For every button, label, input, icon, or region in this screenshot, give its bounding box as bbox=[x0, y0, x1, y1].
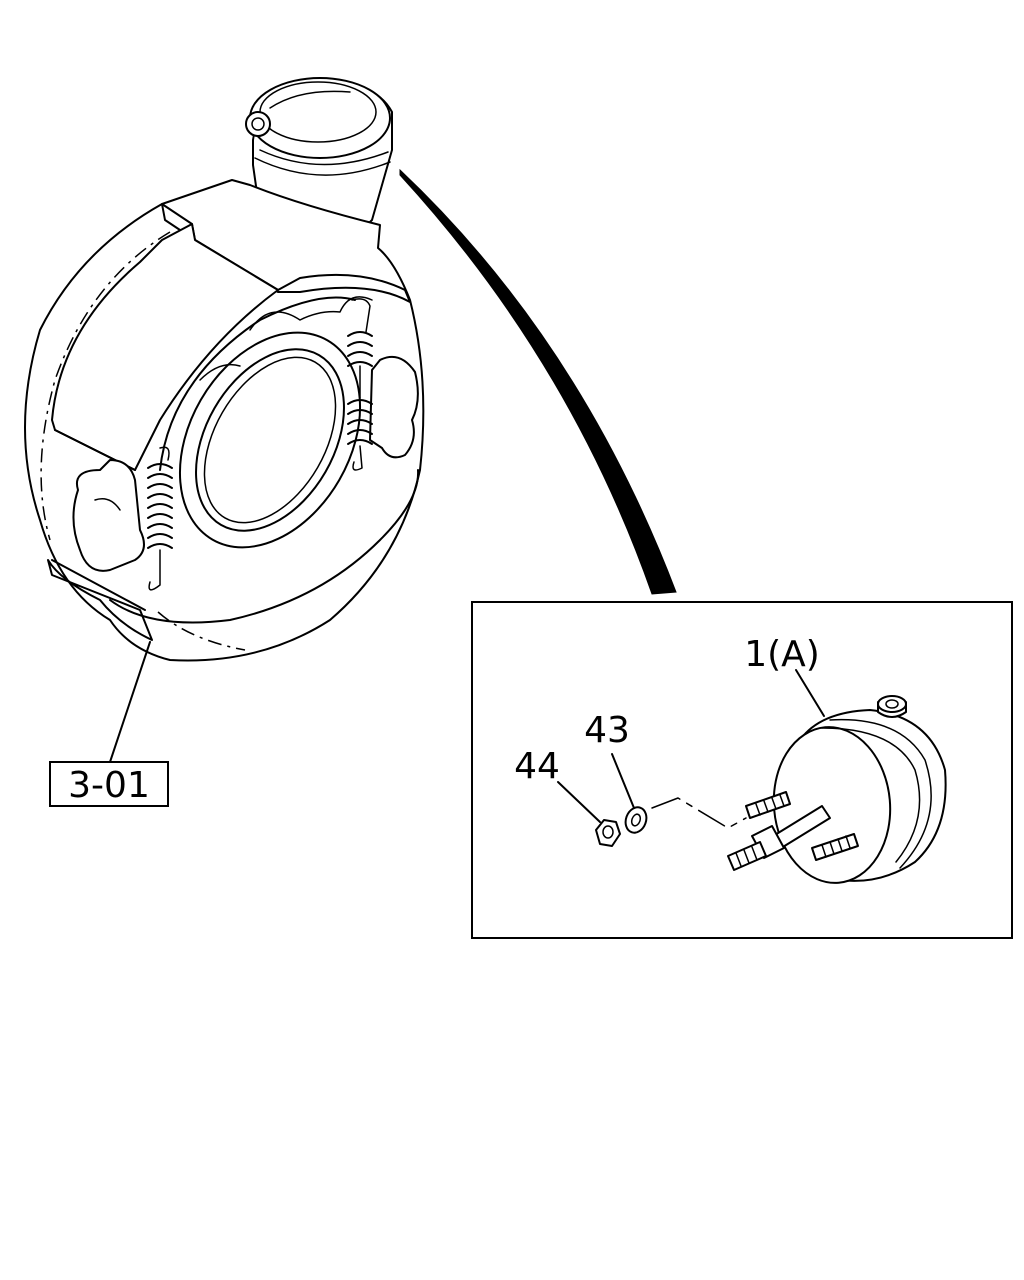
leader-part-43 bbox=[611, 753, 635, 809]
brake-chamber-part bbox=[727, 695, 947, 884]
callout-part-1[interactable]: 1(A) bbox=[744, 634, 820, 675]
reference-label: 3-01 bbox=[68, 765, 150, 806]
reference-leader bbox=[109, 641, 151, 763]
reference-3-01[interactable]: 3-01 bbox=[49, 761, 169, 807]
brake-assembly-drawing bbox=[24, 77, 425, 763]
nut-part bbox=[595, 819, 621, 847]
stud-lower-left bbox=[727, 841, 767, 871]
callout-part-43[interactable]: 43 bbox=[584, 710, 630, 751]
return-spring-lower bbox=[147, 446, 173, 591]
stud-upper bbox=[745, 791, 791, 819]
leader-part-1 bbox=[795, 669, 825, 717]
detail-view-box: 1(A) 43 44 bbox=[471, 601, 1013, 939]
stud-lower-right bbox=[811, 833, 859, 861]
return-spring-upper bbox=[347, 298, 373, 471]
washer-part bbox=[624, 806, 648, 834]
leader-part-44 bbox=[557, 781, 601, 823]
callout-part-44[interactable]: 44 bbox=[514, 746, 560, 787]
detail-pointer-sweep bbox=[399, 168, 677, 595]
